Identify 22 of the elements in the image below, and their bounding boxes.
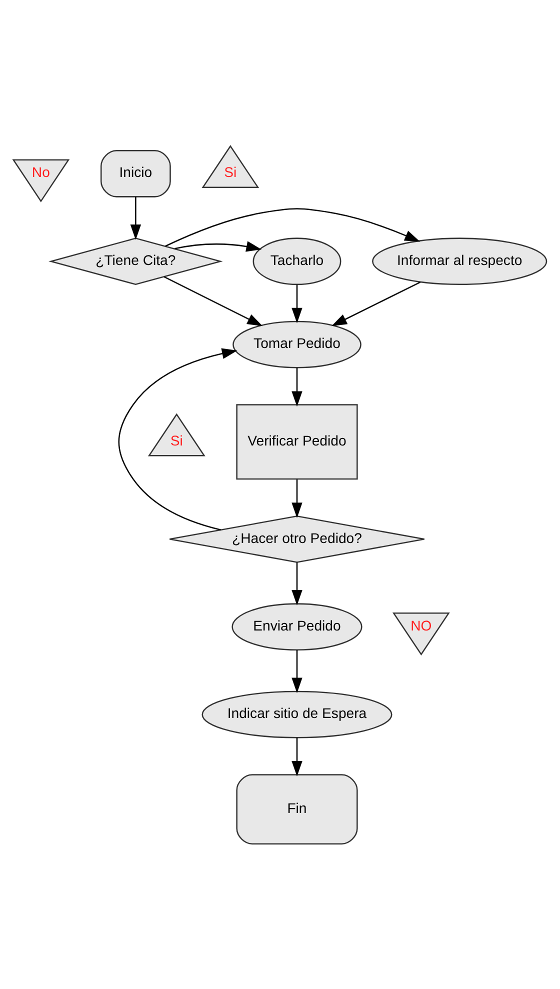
- arrow: [292, 284, 302, 323]
- arrow: [292, 479, 302, 518]
- node-ellipse: Tacharlo: [252, 237, 342, 285]
- arrow: [331, 281, 421, 326]
- arrow: [292, 737, 302, 776]
- node-ellipse: Informar al respecto: [372, 237, 548, 285]
- node-ellipse: Indicar sitio de Espera: [202, 690, 392, 738]
- arrow: [292, 367, 302, 406]
- node-box: Inicio: [100, 149, 171, 197]
- node-ellipse: Tomar Pedido: [232, 320, 362, 368]
- arrow: [165, 208, 420, 246]
- arrow: [118, 348, 238, 530]
- node-diamond: ¿Tiene Cita?: [48, 237, 223, 285]
- node-ellipse: Enviar Pedido: [232, 602, 362, 650]
- arrow: [174, 240, 262, 252]
- node-box: Verificar Pedido: [236, 404, 358, 480]
- node-diamond: ¿Hacer otro Pedido?: [168, 514, 426, 562]
- arrow: [164, 276, 263, 326]
- arrow: [292, 650, 302, 693]
- node-box: Fin: [236, 774, 358, 844]
- arrow: [130, 196, 142, 240]
- arrow: [292, 562, 302, 605]
